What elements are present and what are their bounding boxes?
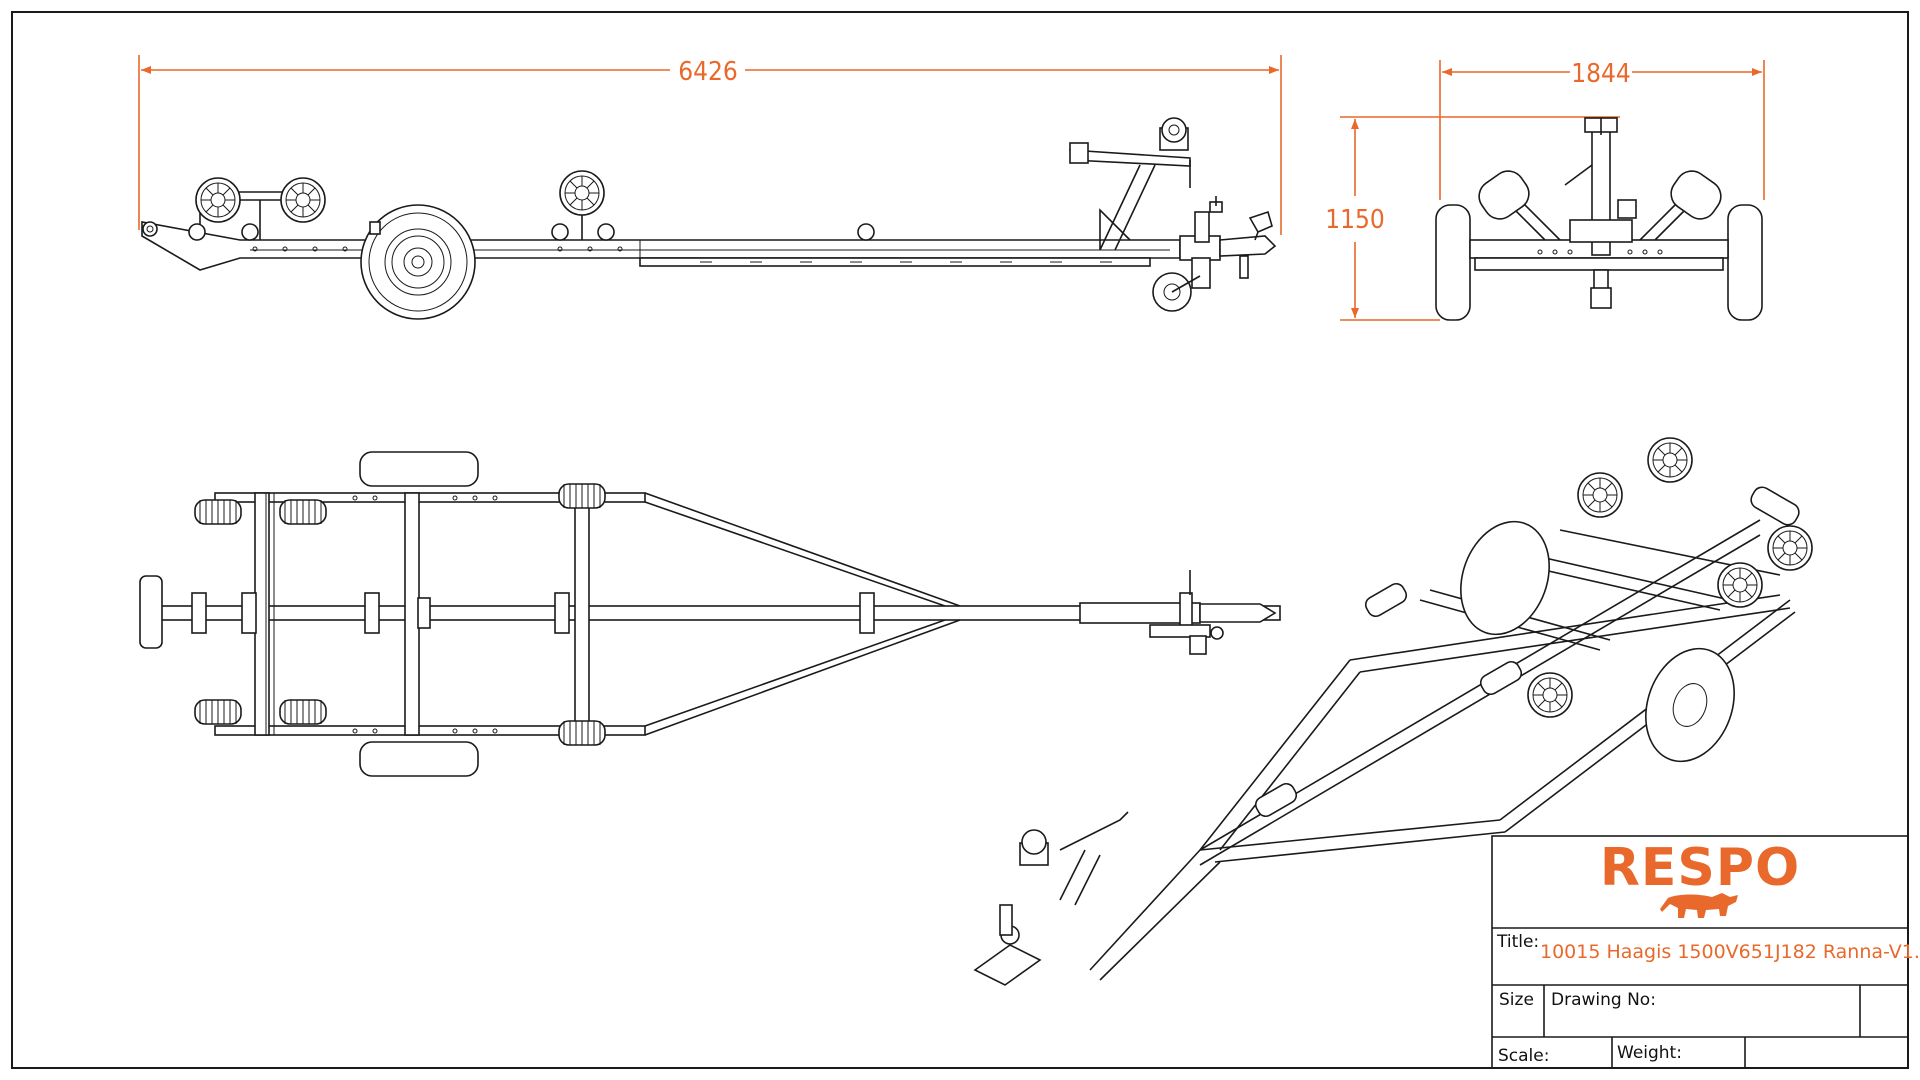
dimension-length: 6426 [138, 55, 1282, 235]
front-view: 1844 1150 [1325, 59, 1765, 321]
title-value: 10015 Haagis 1500V651J182 Ranna-V1. [1540, 941, 1920, 963]
dimension-height-label: 1150 [1325, 205, 1385, 235]
side-wheel [360, 204, 476, 320]
top-view [139, 451, 1281, 777]
dimension-width-label: 1844 [1571, 59, 1631, 89]
size-label: Size [1499, 990, 1534, 1010]
title-label: Title: [1496, 932, 1539, 952]
brand-logo: RESPO [1600, 838, 1800, 898]
scale-label: Scale: [1498, 1046, 1549, 1066]
title-block: RESPO Title: 10015 Haagis 1500V651J182 R… [1491, 835, 1920, 1069]
drawing-no-label: Drawing No: [1551, 990, 1656, 1010]
side-winch-stand [1069, 117, 1191, 251]
dimension-height: 1150 [1325, 116, 1620, 321]
dimension-width: 1844 [1439, 59, 1765, 200]
side-coupling [1152, 196, 1277, 312]
weight-label: Weight: [1617, 1043, 1682, 1063]
sheet-border [11, 11, 1909, 1069]
isometric-view [973, 437, 1813, 986]
side-view: 6426 [138, 55, 1282, 320]
dimension-length-label: 6426 [678, 57, 738, 87]
bull-logo-icon [1660, 893, 1738, 918]
